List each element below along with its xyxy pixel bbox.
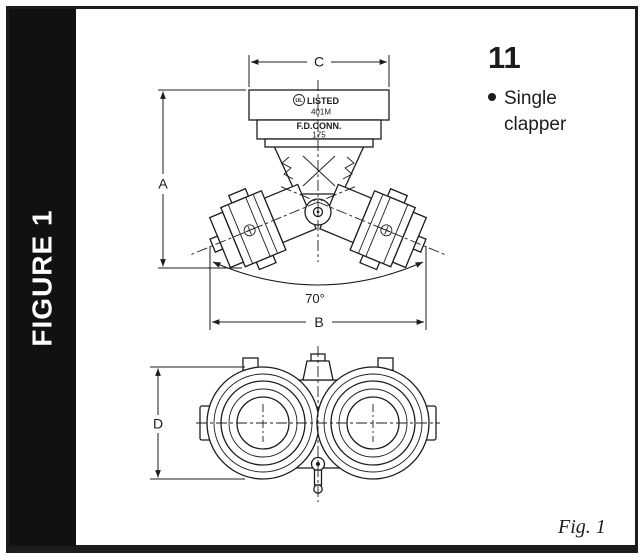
bullet-label: Single clapper <box>504 88 567 135</box>
clapper-hinge <box>304 198 332 226</box>
centerlines-front-view <box>196 346 440 502</box>
figure-sidebar: FIGURE 1 <box>9 9 76 546</box>
dim-c-label: C <box>314 54 324 70</box>
dim-c: C <box>248 54 390 87</box>
connection-label: F.D.CONN. <box>297 121 342 131</box>
centerlines-top-view <box>188 80 448 262</box>
rating-label: 175 <box>312 131 326 140</box>
ul-mark-label: UL <box>295 98 303 104</box>
dim-a: A <box>158 89 246 269</box>
bullet-item: Single clapper <box>488 86 596 137</box>
dim-a-label: A <box>158 176 168 192</box>
listed-label: LISTED <box>307 96 340 106</box>
dim-d: D <box>150 366 245 480</box>
dim-angle: 70° <box>212 261 424 306</box>
dim-angle-label: 70° <box>305 291 325 306</box>
outlet-flange: UL LISTED 401M F.D.CONN. 175 <box>248 89 390 148</box>
bullet-icon <box>488 93 496 101</box>
dim-d-label: D <box>153 416 163 432</box>
top-view: UL LISTED 401M F.D.CONN. 175 70° <box>158 54 448 330</box>
clapper-spring-linkage <box>281 155 355 187</box>
ul-mark-icon <box>293 94 305 106</box>
valve-body <box>272 145 366 195</box>
figure-caption: Fig. 1 <box>558 516 606 538</box>
dim-b: B <box>209 246 427 330</box>
model-label: 401M <box>311 108 331 117</box>
section-number: 11 <box>488 40 521 75</box>
front-view: D <box>150 346 440 502</box>
dim-b-label: B <box>314 314 323 330</box>
